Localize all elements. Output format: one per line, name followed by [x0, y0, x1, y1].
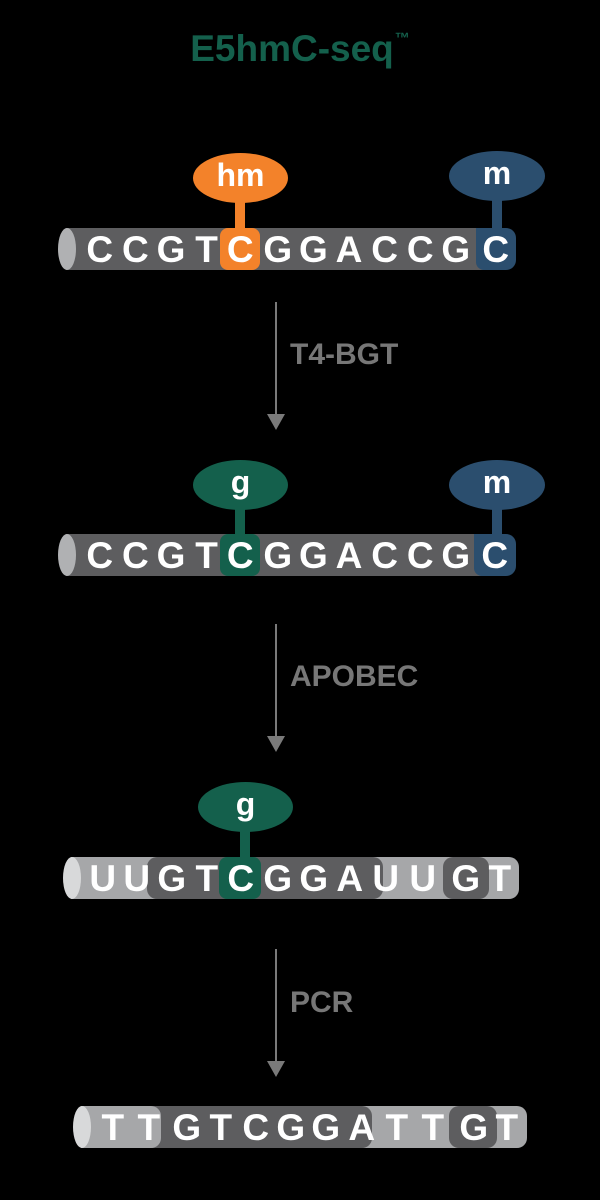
base: T	[495, 1107, 519, 1148]
base: T	[195, 858, 219, 899]
dna-strand-3: U U G T C G G A U U G T	[63, 857, 521, 899]
trademark-symbol: ™	[394, 30, 410, 47]
arrow-shaft	[275, 949, 277, 1067]
base: C	[371, 535, 398, 576]
base: G	[156, 535, 186, 576]
hm-label: hm	[216, 157, 265, 193]
base: C	[122, 229, 149, 270]
base: T	[488, 858, 512, 899]
base: A	[336, 858, 364, 899]
m-stem	[492, 198, 502, 230]
g-modification-bubble: g	[193, 460, 288, 510]
m-modification-bubble: m	[449, 151, 545, 201]
dna-strand-4: T T G T C G G A T T G T	[73, 1106, 529, 1148]
base: G	[299, 858, 329, 899]
base: C	[122, 535, 149, 576]
arrow-down-icon	[267, 1061, 285, 1077]
strand-body-dark	[443, 857, 489, 899]
base: A	[348, 1107, 376, 1148]
g-c-highlight	[220, 534, 260, 576]
diagram-title: E5hmC-seq™	[0, 28, 600, 70]
arrow-down-icon	[267, 736, 285, 752]
m-label: m	[482, 464, 512, 500]
base: C	[406, 229, 434, 270]
dna-strand-1: C C G T C G G A C C G C	[58, 228, 518, 270]
base: A	[335, 535, 363, 576]
base: G	[263, 535, 293, 576]
g-label: g	[235, 786, 256, 822]
base: C	[86, 229, 114, 270]
base: G	[459, 1107, 489, 1148]
base: C	[242, 1107, 270, 1148]
base: G	[276, 1107, 306, 1148]
arrow-down-icon	[267, 414, 285, 430]
base: C	[226, 229, 254, 270]
g-label: g	[230, 464, 251, 500]
base: U	[123, 858, 151, 899]
strand-end-cap	[58, 228, 76, 270]
base: G	[441, 535, 471, 576]
m-stem	[492, 506, 502, 536]
base: T	[195, 535, 218, 576]
base: U	[372, 858, 400, 899]
base: C	[406, 535, 434, 576]
base: T	[137, 1107, 161, 1148]
base: G	[172, 1107, 202, 1148]
m-modification-bubble: m	[449, 460, 545, 510]
base: G	[311, 1107, 341, 1148]
base: G	[156, 229, 186, 270]
hm-modification-bubble: hm	[193, 153, 288, 203]
g-stem	[240, 828, 250, 860]
m-c-highlight	[476, 228, 516, 270]
g-modification-bubble: g	[198, 782, 293, 832]
base: T	[195, 229, 218, 270]
m-label: m	[482, 155, 512, 191]
base: T	[421, 1107, 445, 1148]
reaction-label-apobec: APOBEC	[290, 660, 419, 693]
base: A	[335, 229, 363, 270]
m-c-highlight	[474, 534, 516, 576]
base: G	[263, 858, 293, 899]
base: G	[441, 229, 471, 270]
base: G	[157, 858, 187, 899]
hm-c-highlight	[220, 228, 260, 270]
base: U	[409, 858, 437, 899]
strand-body-light	[81, 1106, 161, 1148]
base: C	[86, 535, 114, 576]
g-c-highlight	[219, 857, 261, 899]
base: C	[371, 229, 398, 270]
strand-end-cap	[63, 857, 81, 899]
arrow-shaft	[275, 624, 277, 742]
strand-body	[66, 228, 506, 270]
base: G	[451, 858, 481, 899]
strand-body	[66, 534, 506, 576]
reaction-label-pcr: PCR	[290, 986, 354, 1019]
base: T	[101, 1107, 125, 1148]
base: C	[227, 858, 255, 899]
arrow-shaft	[275, 302, 277, 420]
title-text: E5hmC-seq	[190, 28, 394, 69]
strand-body-dark	[449, 1106, 497, 1148]
base: C	[226, 535, 254, 576]
strand-end-cap	[58, 534, 76, 576]
strand-body-dark	[258, 857, 383, 899]
g-stem	[235, 506, 245, 536]
base: G	[263, 229, 293, 270]
base: T	[385, 1107, 409, 1148]
hm-stem	[235, 200, 245, 230]
base: G	[299, 535, 328, 576]
strand-end-cap	[73, 1106, 91, 1148]
base: C	[481, 535, 509, 576]
base: C	[482, 229, 510, 270]
dna-strand-2: C C G T C G G A C C G C	[58, 534, 518, 576]
base: T	[209, 1107, 233, 1148]
reaction-label-t4-bgt: T4-BGT	[290, 338, 399, 371]
base: U	[89, 858, 117, 899]
base: G	[299, 229, 328, 270]
